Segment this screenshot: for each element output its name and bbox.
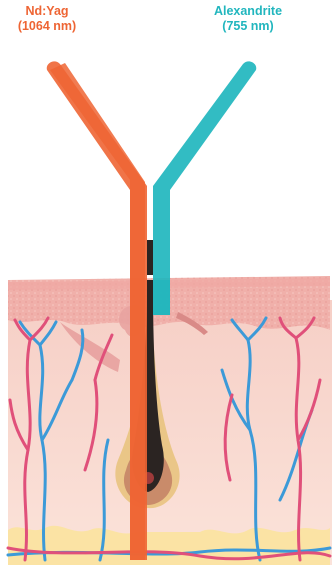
nd-yag-label: Nd:Yag (1064 nm) bbox=[2, 4, 92, 34]
nd-yag-name: Nd:Yag bbox=[2, 4, 92, 19]
alexandrite-label: Alexandrite (755 nm) bbox=[198, 4, 298, 34]
alexandrite-arm bbox=[153, 61, 256, 315]
dermis-layer bbox=[8, 300, 332, 565]
alexandrite-beam-in-skin bbox=[153, 280, 170, 315]
nd-yag-wavelength: (1064 nm) bbox=[2, 19, 92, 34]
hair-above-skin bbox=[147, 240, 153, 275]
alexandrite-name: Alexandrite bbox=[198, 4, 298, 19]
alexandrite-wavelength: (755 nm) bbox=[198, 19, 298, 34]
